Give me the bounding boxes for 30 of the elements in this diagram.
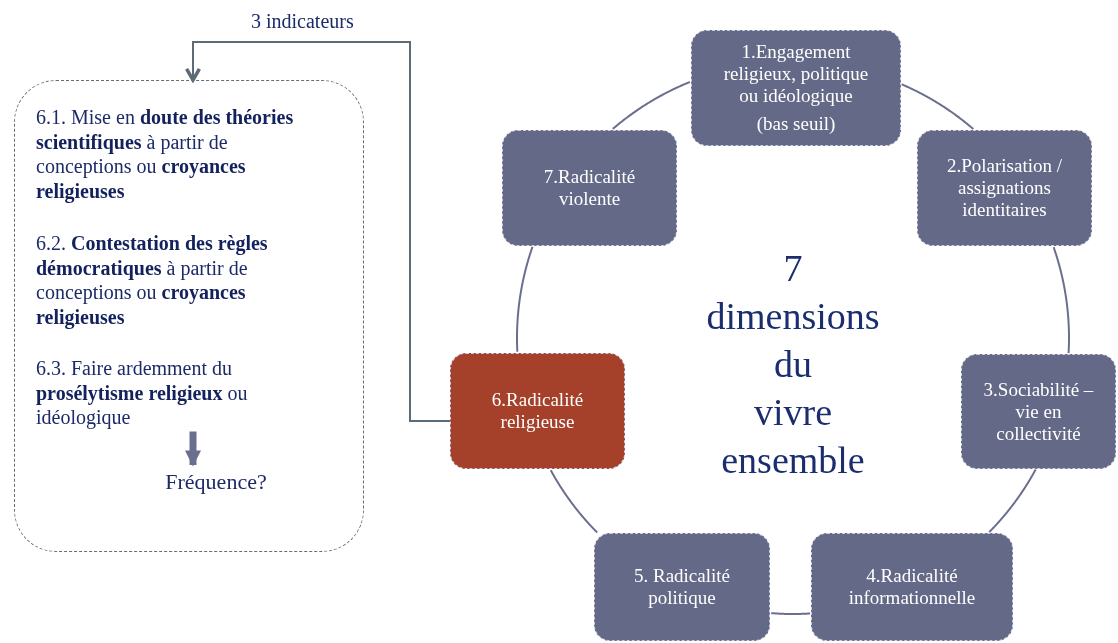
indicator-text: 6.1. Mise en doute des théories scientifiques à partir de conceptions ou croyances religieuses xyxy=(36,105,326,203)
ring-arc xyxy=(770,612,812,615)
box-label: 7.Radicalité violente xyxy=(542,166,637,210)
box-label: 2.Polarisation / assignations identitaires xyxy=(945,155,1064,221)
ring-arc xyxy=(549,469,599,534)
box-label: (bas seuil) xyxy=(756,113,836,135)
box-label: 6.Radicalité religieuse xyxy=(490,389,585,433)
connector-arrow xyxy=(184,41,451,422)
indicator-panel xyxy=(14,80,364,552)
dimension-box xyxy=(502,130,677,246)
dimension-box xyxy=(594,533,770,641)
block-arrow xyxy=(185,431,201,467)
dimension-box xyxy=(811,533,1013,641)
box-label: 1.Engagement religieux, politique ou idéologique xyxy=(722,41,870,107)
ring-arc xyxy=(516,245,534,353)
box-label: 4.Radicalité informationnelle xyxy=(847,565,977,609)
indicator-text: 6.3. Faire ardemment du prosélytisme religieux ou idéologique xyxy=(36,356,326,430)
center-title: 7 dimensions du vivre ensemble xyxy=(705,246,881,483)
ring-arc xyxy=(611,81,691,130)
dimension-box xyxy=(450,353,625,469)
ring-arc xyxy=(1052,246,1070,355)
box-label: 5. Radicalité politique xyxy=(633,565,731,609)
indicator-text: 6.2. Contestation des règles démocratiques à partir de conceptions ou croyances religieuses xyxy=(36,231,326,329)
question-text: Fréquence? xyxy=(146,467,286,499)
ring-arc xyxy=(988,468,1037,534)
dimension-box xyxy=(917,130,1092,246)
box-label: 3.Sociabilité – vie en collectivité xyxy=(982,378,1095,445)
ring-arc xyxy=(900,83,975,131)
dimension-box xyxy=(961,354,1116,469)
dimension-box xyxy=(691,30,901,146)
